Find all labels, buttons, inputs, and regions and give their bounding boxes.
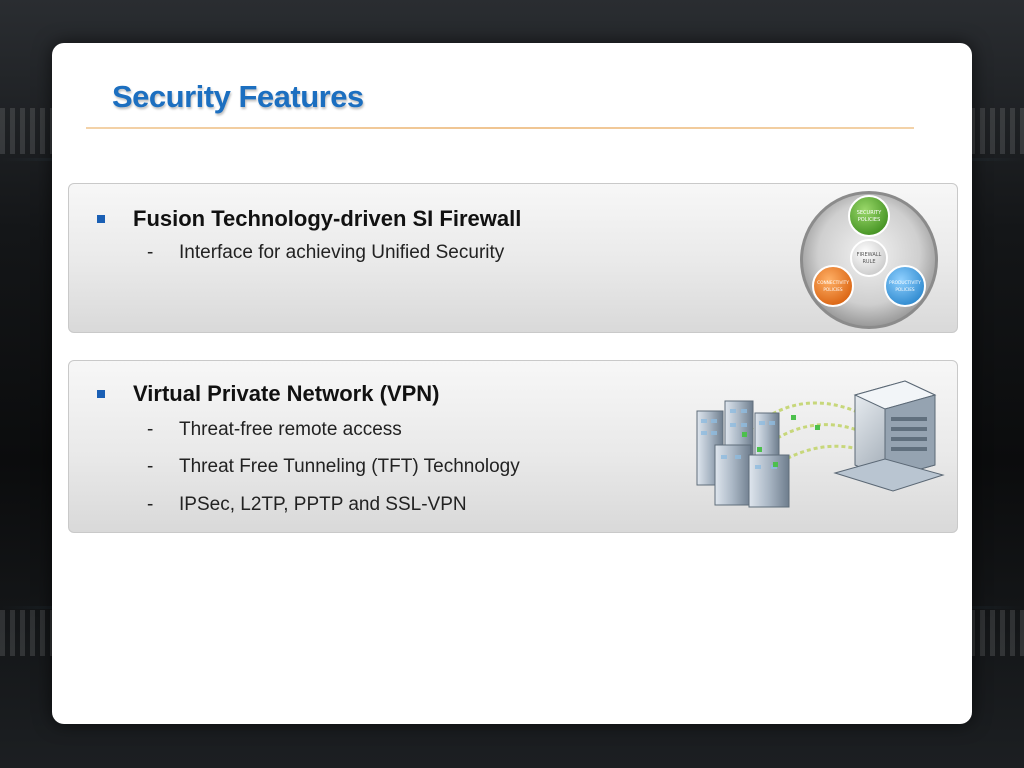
vpn-panel: Virtual Private Network (VPN) - Threat-f… [68, 360, 958, 533]
firewall-panel: Fusion Technology-driven SI Firewall - I… [68, 183, 958, 333]
dash-icon: - [147, 494, 154, 515]
slide-title: Security Features [112, 79, 364, 114]
sub-item: - Interface for achieving Unified Securi… [147, 242, 504, 264]
diagram-label: FIREWALL [857, 252, 882, 258]
dash-icon: - [147, 456, 154, 477]
sub-item: - Threat Free Tunneling (TFT) Technology [147, 456, 520, 478]
dash-icon: - [147, 419, 154, 440]
diagram-label: SECURITY [857, 210, 882, 216]
sub-item-text: Threat Free Tunneling (TFT) Technology [179, 456, 520, 477]
bullet-square-icon [97, 215, 105, 223]
sub-item: - IPSec, L2TP, PPTP and SSL-VPN [147, 494, 467, 516]
title-divider [86, 127, 914, 129]
slide-canvas: Security Features Fusion Technology-driv… [52, 43, 972, 724]
bullet-item: Virtual Private Network (VPN) [97, 381, 439, 407]
diagram-label: POLICIES [895, 287, 915, 293]
diagram-label: RULE [862, 259, 875, 265]
diagram-label: POLICIES [823, 287, 843, 293]
diagram-label: PRODUCTIVITY [889, 280, 921, 286]
dash-icon: - [147, 242, 154, 263]
diagram-label: CONNECTIVITY [817, 280, 849, 286]
bullet-square-icon [97, 390, 105, 398]
sub-item-text: Threat-free remote access [179, 419, 402, 440]
sub-item: - Threat-free remote access [147, 419, 402, 441]
sub-item-text: Interface for achieving Unified Security [179, 242, 505, 263]
section-heading: Virtual Private Network (VPN) [133, 381, 440, 406]
firewall-rule-diagram: SECURITY POLICIES FIREWALL RULE CONNECTI… [800, 191, 938, 329]
vpn-network-icon [696, 380, 945, 508]
bullet-item: Fusion Technology-driven SI Firewall [97, 206, 521, 232]
sub-item-text: IPSec, L2TP, PPTP and SSL-VPN [179, 494, 467, 515]
section-heading: Fusion Technology-driven SI Firewall [133, 206, 522, 231]
diagram-label: POLICIES [858, 217, 881, 223]
